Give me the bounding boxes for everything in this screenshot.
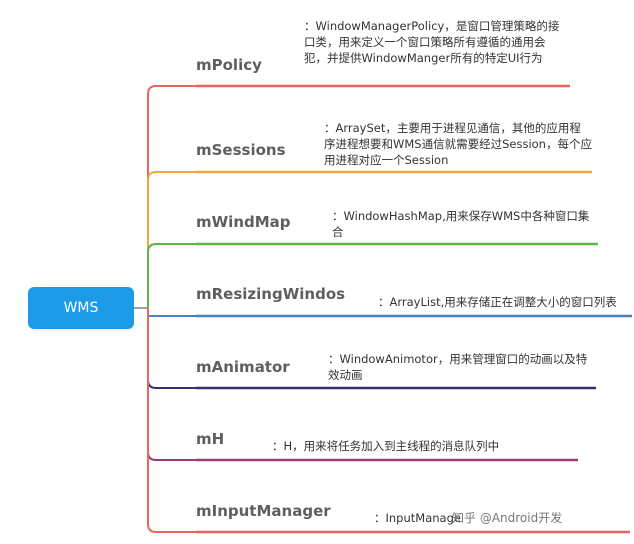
connector-mpolicy [147,85,196,308]
branch-desc-mresizingwindos: ：ArrayList,用来存储正在调整大小的窗口列表 [378,295,617,309]
branch-desc-msessions: ：ArraySet，主要用于进程见通信，其他的应用程序进程想要和WMS通信就需要… [324,121,592,167]
connector-mh [147,308,196,461]
branch-label-mpolicy[interactable]: mPolicy [196,56,262,74]
watermark: 知乎 @Android开发 [452,511,563,525]
connector-mresizingwindos [147,308,196,317]
branch-label-mresizingwindos[interactable]: mResizingWindos [196,285,346,303]
connector-manimator [147,308,196,389]
branch-label-minputmanager[interactable]: mInputManager [196,502,331,520]
connector-lines [134,85,196,533]
branch-desc-mpolicy: ：WindowManagerPolicy，是窗口管理策略的接口类，用来定义一个窗… [304,19,560,65]
connector-mwindmap [147,243,196,308]
root-node-label: WMS [63,300,99,316]
branch-desc-minputmanager: ：InputManage [374,511,461,525]
branch-label-mwindmap[interactable]: mWindMap [196,213,291,231]
branch-desc-mwindmap: ：WindowHashMap,用来保存WMS中各种窗口集合 [332,209,590,239]
branch-label-manimator[interactable]: mAnimator [196,358,290,376]
branch-label-mh[interactable]: mH [196,430,225,448]
branch-desc-manimator: ：WindowAnimotor，用来管理窗口的动画以及特效动画 [328,352,588,382]
connector-msessions [147,171,196,308]
connector-minputmanager [147,308,196,533]
branch-label-msessions[interactable]: mSessions [196,141,286,159]
branch-desc-mh: ：H，用来将任务加入到主线程的消息队列中 [272,439,500,453]
root-node-wms[interactable]: WMS [28,287,134,329]
branch-underlines [196,84,632,534]
